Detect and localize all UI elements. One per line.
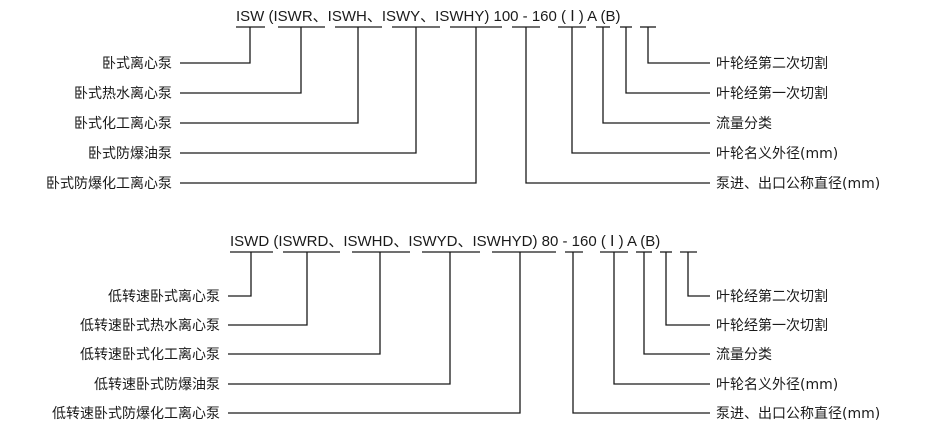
label-second-trim: 叶轮经第二次切割 [716, 55, 828, 72]
diagram-1: ISW (ISWR、ISWH、ISWY、ISWHY) 100 - 160 ( Ⅰ… [46, 8, 880, 192]
left-labels: 低转速卧式离心泵 低转速卧式热水离心泵 低转速卧式化工离心泵 低转速卧式防爆油泵… [52, 288, 220, 422]
label-low-speed-chemical: 低转速卧式化工离心泵 [80, 346, 220, 363]
leader-right-2 [625, 27, 710, 94]
label-flow-class: 流量分类 [716, 116, 772, 132]
model-code-line: ISWD (ISWRD、ISWHD、ISWYD、ISWHYD) 80 - 160… [230, 233, 660, 250]
leader-left-1 [180, 27, 251, 64]
diagram-2: ISWD (ISWRD、ISWHD、ISWYD、ISWHYD) 80 - 160… [52, 233, 880, 422]
leader-right-1 [647, 27, 710, 64]
leader-left-3 [228, 252, 381, 355]
left-leaders [228, 252, 521, 414]
label-low-speed-explosion-proof-chemical: 低转速卧式防爆化工离心泵 [52, 405, 220, 422]
label-first-trim: 叶轮经第一次切割 [716, 317, 828, 334]
label-impeller-diameter: 叶轮名义外径(mm) [716, 377, 838, 393]
model-code-line: ISW (ISWR、ISWH、ISWY、ISWHY) 100 - 160 ( Ⅰ… [236, 8, 620, 25]
leader-right-3 [602, 27, 710, 124]
leader-left-4 [180, 27, 417, 154]
leader-left-2 [228, 252, 308, 326]
label-first-trim: 叶轮经第一次切割 [716, 85, 828, 102]
label-flow-class: 流量分类 [716, 347, 772, 363]
right-leaders [525, 27, 710, 184]
label-impeller-diameter: 叶轮名义外径(mm) [716, 146, 838, 162]
leader-left-4 [228, 252, 451, 385]
leader-right-3 [643, 252, 710, 355]
label-port-diameter: 泵进、出口公称直径(mm) [716, 175, 880, 192]
leader-right-4 [571, 27, 710, 154]
label-low-speed-hot-water: 低转速卧式热水离心泵 [80, 317, 220, 334]
leader-right-2 [665, 252, 710, 326]
leader-left-1 [228, 252, 252, 297]
label-horizontal-centrifugal: 卧式离心泵 [102, 55, 172, 72]
label-port-diameter: 泵进、出口公称直径(mm) [716, 405, 880, 422]
leader-left-3 [180, 27, 359, 124]
left-leaders [180, 27, 477, 184]
leader-left-5 [228, 252, 521, 414]
right-leaders [572, 252, 710, 414]
leader-right-4 [613, 252, 710, 385]
left-labels: 卧式离心泵 卧式热水离心泵 卧式化工离心泵 卧式防爆油泵 卧式防爆化工离心泵 [46, 55, 172, 192]
label-horizontal-explosion-proof-chemical: 卧式防爆化工离心泵 [46, 175, 172, 192]
leader-right-1 [687, 252, 710, 297]
label-horizontal-explosion-proof-oil: 卧式防爆油泵 [88, 146, 172, 162]
leader-right-5 [525, 27, 710, 184]
label-horizontal-hot-water: 卧式热水离心泵 [74, 85, 172, 102]
label-horizontal-chemical: 卧式化工离心泵 [74, 115, 172, 132]
right-labels: 叶轮经第二次切割 叶轮经第一次切割 流量分类 叶轮名义外径(mm) 泵进、出口公… [716, 288, 880, 422]
leader-left-2 [180, 27, 302, 94]
label-low-speed-centrifugal: 低转速卧式离心泵 [108, 288, 220, 305]
leader-right-5 [572, 252, 710, 414]
label-low-speed-explosion-proof-oil: 低转速卧式防爆油泵 [94, 377, 220, 393]
label-second-trim: 叶轮经第二次切割 [716, 288, 828, 305]
right-labels: 叶轮经第二次切割 叶轮经第一次切割 流量分类 叶轮名义外径(mm) 泵进、出口公… [716, 55, 880, 192]
leader-left-5 [180, 27, 477, 184]
